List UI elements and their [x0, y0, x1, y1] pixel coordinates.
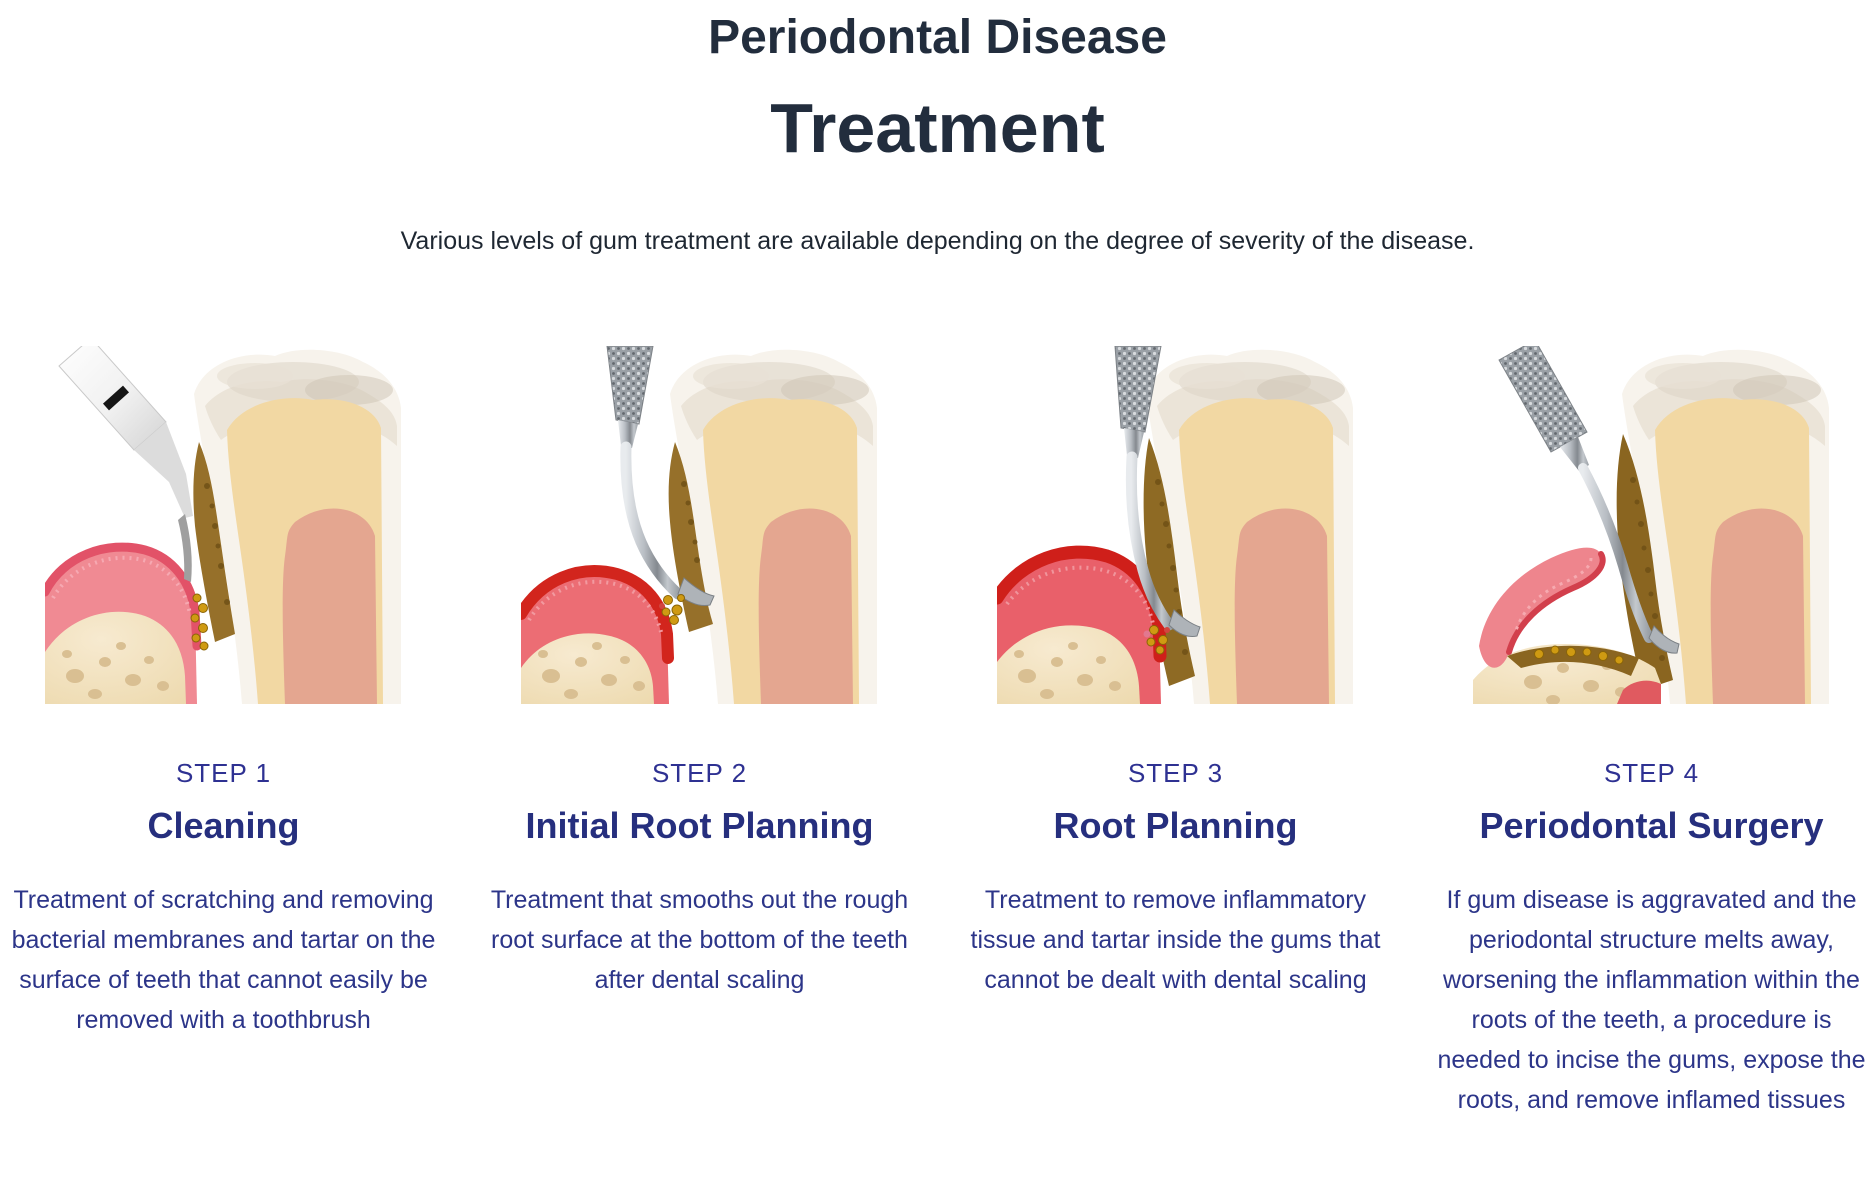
intro-text: Various levels of gum treatment are avai…	[400, 227, 1475, 255]
step-2-title: Initial Root Planning	[525, 805, 874, 846]
treatment-steps-row: STEP 1 Cleaning Treatment of scratching …	[0, 346, 1875, 1120]
step-4-description: If gum disease is aggravated and the per…	[1437, 886, 1866, 1114]
surgical-instrument-icon	[1497, 346, 1680, 654]
step-4-title: Periodontal Surgery	[1479, 805, 1824, 846]
ultrasonic-scaler-icon	[57, 346, 193, 582]
step-3-illustration	[996, 346, 1353, 704]
step-card-4: STEP 4 Periodontal Surgery If gum diseas…	[1430, 346, 1874, 1120]
step-card-1: STEP 1 Cleaning Treatment of scratching …	[2, 346, 446, 1120]
step-2-description: Treatment that smooths out the rough roo…	[490, 886, 909, 994]
step-1-title: Cleaning	[147, 805, 300, 846]
page-subtitle-heading: Treatment	[770, 89, 1105, 167]
periodontal-treatment-page: Periodontal Disease Treatment Various le…	[0, 10, 1875, 1194]
step-card-2: STEP 2 Initial Root Planning Treatment t…	[478, 346, 922, 1120]
gum-flap	[1478, 547, 1603, 668]
step-3-label: STEP 3	[1127, 758, 1224, 788]
step-4-label: STEP 4	[1603, 758, 1700, 788]
step-3-title: Root Planning	[1053, 805, 1298, 846]
step-3-description: Treatment to remove inflammatory tissue …	[970, 886, 1381, 994]
step-card-3: STEP 3 Root Planning Treatment to remove…	[954, 346, 1398, 1120]
step-4-illustration	[1472, 346, 1829, 704]
step-1-label: STEP 1	[175, 758, 272, 788]
step-2-label: STEP 2	[651, 758, 748, 788]
step-1-illustration	[44, 346, 401, 704]
step-1-description: Treatment of scratching and removing bac…	[11, 886, 436, 1034]
dental-curette-icon	[1113, 346, 1201, 637]
dental-curette-icon	[605, 346, 715, 606]
step-2-illustration	[520, 346, 877, 704]
page-title: Periodontal Disease	[708, 11, 1167, 64]
